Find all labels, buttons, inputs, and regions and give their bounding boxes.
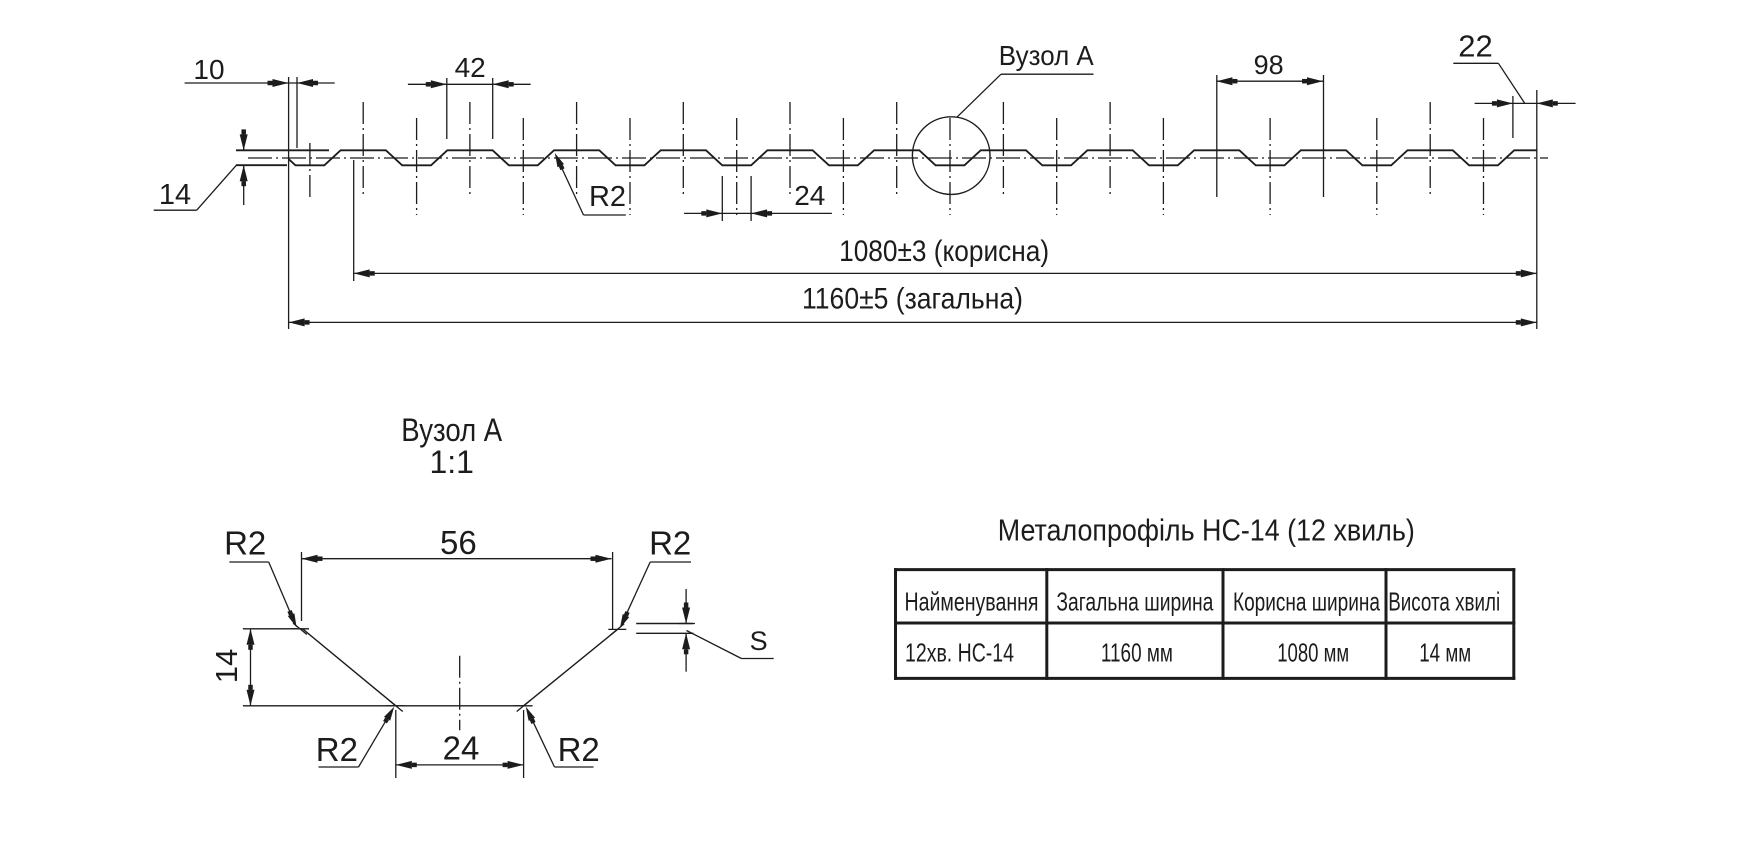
svg-text:24: 24 — [443, 730, 480, 767]
svg-text:14: 14 — [209, 649, 244, 683]
svg-text:Вузол А: Вузол А — [999, 40, 1094, 71]
svg-text:14: 14 — [159, 179, 191, 211]
svg-text:12хв. НС-14: 12хв. НС-14 — [905, 638, 1014, 668]
svg-text:24: 24 — [794, 180, 825, 211]
svg-text:Металопрофіль НС-14 (12 хвиль): Металопрофіль НС-14 (12 хвиль) — [998, 513, 1415, 548]
svg-text:R2: R2 — [649, 524, 691, 561]
svg-text:Висота хвилі: Висота хвилі — [1388, 587, 1500, 617]
svg-text:14 мм: 14 мм — [1419, 638, 1471, 668]
svg-text:1160 мм: 1160 мм — [1101, 638, 1173, 668]
svg-text:1080±3 (корисна): 1080±3 (корисна) — [839, 235, 1049, 268]
svg-text:22: 22 — [1458, 28, 1492, 63]
svg-text:42: 42 — [455, 52, 486, 83]
svg-text:1:1: 1:1 — [429, 444, 473, 480]
svg-text:S: S — [750, 626, 768, 656]
svg-text:R2: R2 — [316, 731, 358, 768]
svg-text:R2: R2 — [589, 181, 626, 213]
svg-text:Загальна ширина: Загальна ширина — [1056, 587, 1213, 617]
svg-text:Найменування: Найменування — [905, 587, 1039, 617]
svg-text:56: 56 — [440, 524, 477, 561]
svg-text:R2: R2 — [224, 524, 266, 561]
svg-text:10: 10 — [193, 54, 224, 85]
svg-text:98: 98 — [1254, 50, 1284, 80]
svg-text:Вузол А: Вузол А — [401, 412, 503, 448]
svg-text:1160±5 (загальна): 1160±5 (загальна) — [802, 283, 1023, 316]
svg-text:Корисна ширина: Корисна ширина — [1233, 587, 1380, 617]
svg-text:R2: R2 — [558, 731, 600, 768]
svg-text:1080 мм: 1080 мм — [1277, 638, 1349, 668]
